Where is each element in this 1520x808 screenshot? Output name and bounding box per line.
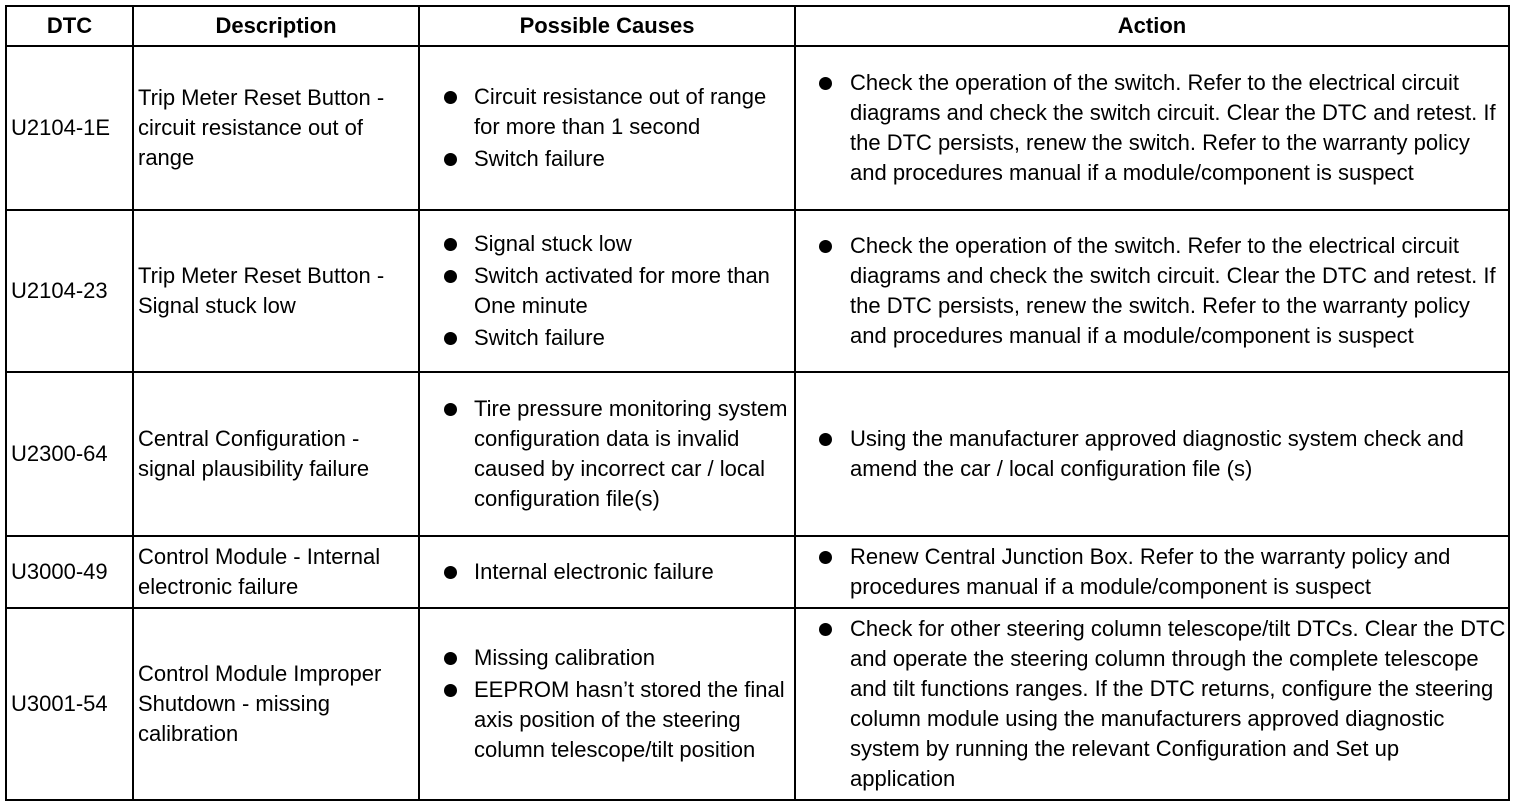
cause-text: Internal electronic failure	[474, 559, 714, 584]
bullet-icon	[444, 566, 457, 579]
header-description: Description	[132, 5, 420, 47]
causes-list: Tire pressure monitoring system configur…	[420, 394, 794, 514]
table-row: U3000-49 Control Module - Internal elect…	[5, 535, 1510, 609]
bullet-icon	[444, 238, 457, 251]
actions-list: Using the manufacturer approved diagnost…	[796, 424, 1508, 484]
cause-text: Missing calibration	[474, 645, 655, 670]
dtc-code: U2300-64	[5, 371, 134, 537]
table-body: U2104-1E Trip Meter Reset Button - circu…	[5, 45, 1510, 801]
action-cell: Using the manufacturer approved diagnost…	[794, 371, 1510, 537]
action-item: Check the operation of the switch. Refer…	[796, 231, 1508, 351]
header-row: DTC Description Possible Causes Action	[5, 5, 1510, 47]
table-row: U2104-23 Trip Meter Reset Button - Signa…	[5, 209, 1510, 373]
cause-item: Circuit resistance out of range for more…	[420, 82, 794, 142]
cause-item: Internal electronic failure	[420, 557, 794, 587]
action-text: Renew Central Junction Box. Refer to the…	[850, 544, 1451, 599]
action-cell: Check the operation of the switch. Refer…	[794, 209, 1510, 373]
cause-item: Switch failure	[420, 323, 794, 353]
bullet-icon	[444, 91, 457, 104]
bullet-icon	[444, 652, 457, 665]
table-row: U2300-64 Central Configuration - signal …	[5, 371, 1510, 537]
dtc-description: Trip Meter Reset Button - Signal stuck l…	[132, 209, 420, 373]
actions-list: Renew Central Junction Box. Refer to the…	[796, 542, 1508, 602]
dtc-description: Control Module - Internal electronic fai…	[132, 535, 420, 609]
cause-item: Switch failure	[420, 144, 794, 174]
cause-text: Circuit resistance out of range for more…	[474, 84, 767, 139]
dtc-description: Trip Meter Reset Button - circuit resist…	[132, 45, 420, 211]
cause-item: Tire pressure monitoring system configur…	[420, 394, 794, 514]
cause-item: EEPROM hasn’t stored the final axis posi…	[420, 675, 794, 765]
action-item: Renew Central Junction Box. Refer to the…	[796, 542, 1508, 602]
actions-list: Check the operation of the switch. Refer…	[796, 231, 1508, 351]
bullet-icon	[444, 332, 457, 345]
actions-list: Check the operation of the switch. Refer…	[796, 68, 1508, 188]
cause-item: Switch activated for more than One minut…	[420, 261, 794, 321]
causes-list: Missing calibration EEPROM hasn’t stored…	[420, 643, 794, 765]
cause-text: EEPROM hasn’t stored the final axis posi…	[474, 677, 785, 762]
action-item: Using the manufacturer approved diagnost…	[796, 424, 1508, 484]
table-row: U2104-1E Trip Meter Reset Button - circu…	[5, 45, 1510, 211]
dtc-description: Central Configuration - signal plausibil…	[132, 371, 420, 537]
cause-text: Switch failure	[474, 325, 605, 350]
table-row: U3001-54 Control Module Improper Shutdow…	[5, 607, 1510, 801]
dtc-code: U3001-54	[5, 607, 134, 801]
cause-text: Signal stuck low	[474, 231, 632, 256]
dtc-code: U3000-49	[5, 535, 134, 609]
possible-causes-cell: Internal electronic failure	[418, 535, 796, 609]
table-header: DTC Description Possible Causes Action	[5, 5, 1510, 47]
bullet-icon	[444, 270, 457, 283]
possible-causes-cell: Circuit resistance out of range for more…	[418, 45, 796, 211]
cause-item: Missing calibration	[420, 643, 794, 673]
action-text: Check the operation of the switch. Refer…	[850, 233, 1496, 348]
header-possible-causes: Possible Causes	[418, 5, 796, 47]
bullet-icon	[444, 153, 457, 166]
bullet-icon	[819, 240, 832, 253]
dtc-table: DTC Description Possible Causes Action U…	[5, 5, 1510, 801]
causes-list: Signal stuck low Switch activated for mo…	[420, 229, 794, 353]
actions-list: Check for other steering column telescop…	[796, 614, 1508, 794]
bullet-icon	[819, 551, 832, 564]
action-cell: Check the operation of the switch. Refer…	[794, 45, 1510, 211]
possible-causes-cell: Signal stuck low Switch activated for mo…	[418, 209, 796, 373]
possible-causes-cell: Missing calibration EEPROM hasn’t stored…	[418, 607, 796, 801]
cause-text: Tire pressure monitoring system configur…	[474, 396, 788, 511]
header-dtc: DTC	[5, 5, 134, 47]
cause-text: Switch activated for more than One minut…	[474, 263, 770, 318]
action-item: Check the operation of the switch. Refer…	[796, 68, 1508, 188]
bullet-icon	[819, 623, 832, 636]
causes-list: Internal electronic failure	[420, 557, 794, 587]
bullet-icon	[444, 403, 457, 416]
bullet-icon	[819, 433, 832, 446]
header-action: Action	[794, 5, 1510, 47]
causes-list: Circuit resistance out of range for more…	[420, 82, 794, 174]
action-cell: Renew Central Junction Box. Refer to the…	[794, 535, 1510, 609]
action-text: Check the operation of the switch. Refer…	[850, 70, 1496, 185]
possible-causes-cell: Tire pressure monitoring system configur…	[418, 371, 796, 537]
cause-text: Switch failure	[474, 146, 605, 171]
action-item: Check for other steering column telescop…	[796, 614, 1508, 794]
action-text: Check for other steering column telescop…	[850, 616, 1506, 791]
cause-item: Signal stuck low	[420, 229, 794, 259]
bullet-icon	[444, 684, 457, 697]
dtc-description: Control Module Improper Shutdown - missi…	[132, 607, 420, 801]
dtc-code: U2104-1E	[5, 45, 134, 211]
bullet-icon	[819, 77, 832, 90]
action-text: Using the manufacturer approved diagnost…	[850, 426, 1464, 481]
dtc-code: U2104-23	[5, 209, 134, 373]
action-cell: Check for other steering column telescop…	[794, 607, 1510, 801]
